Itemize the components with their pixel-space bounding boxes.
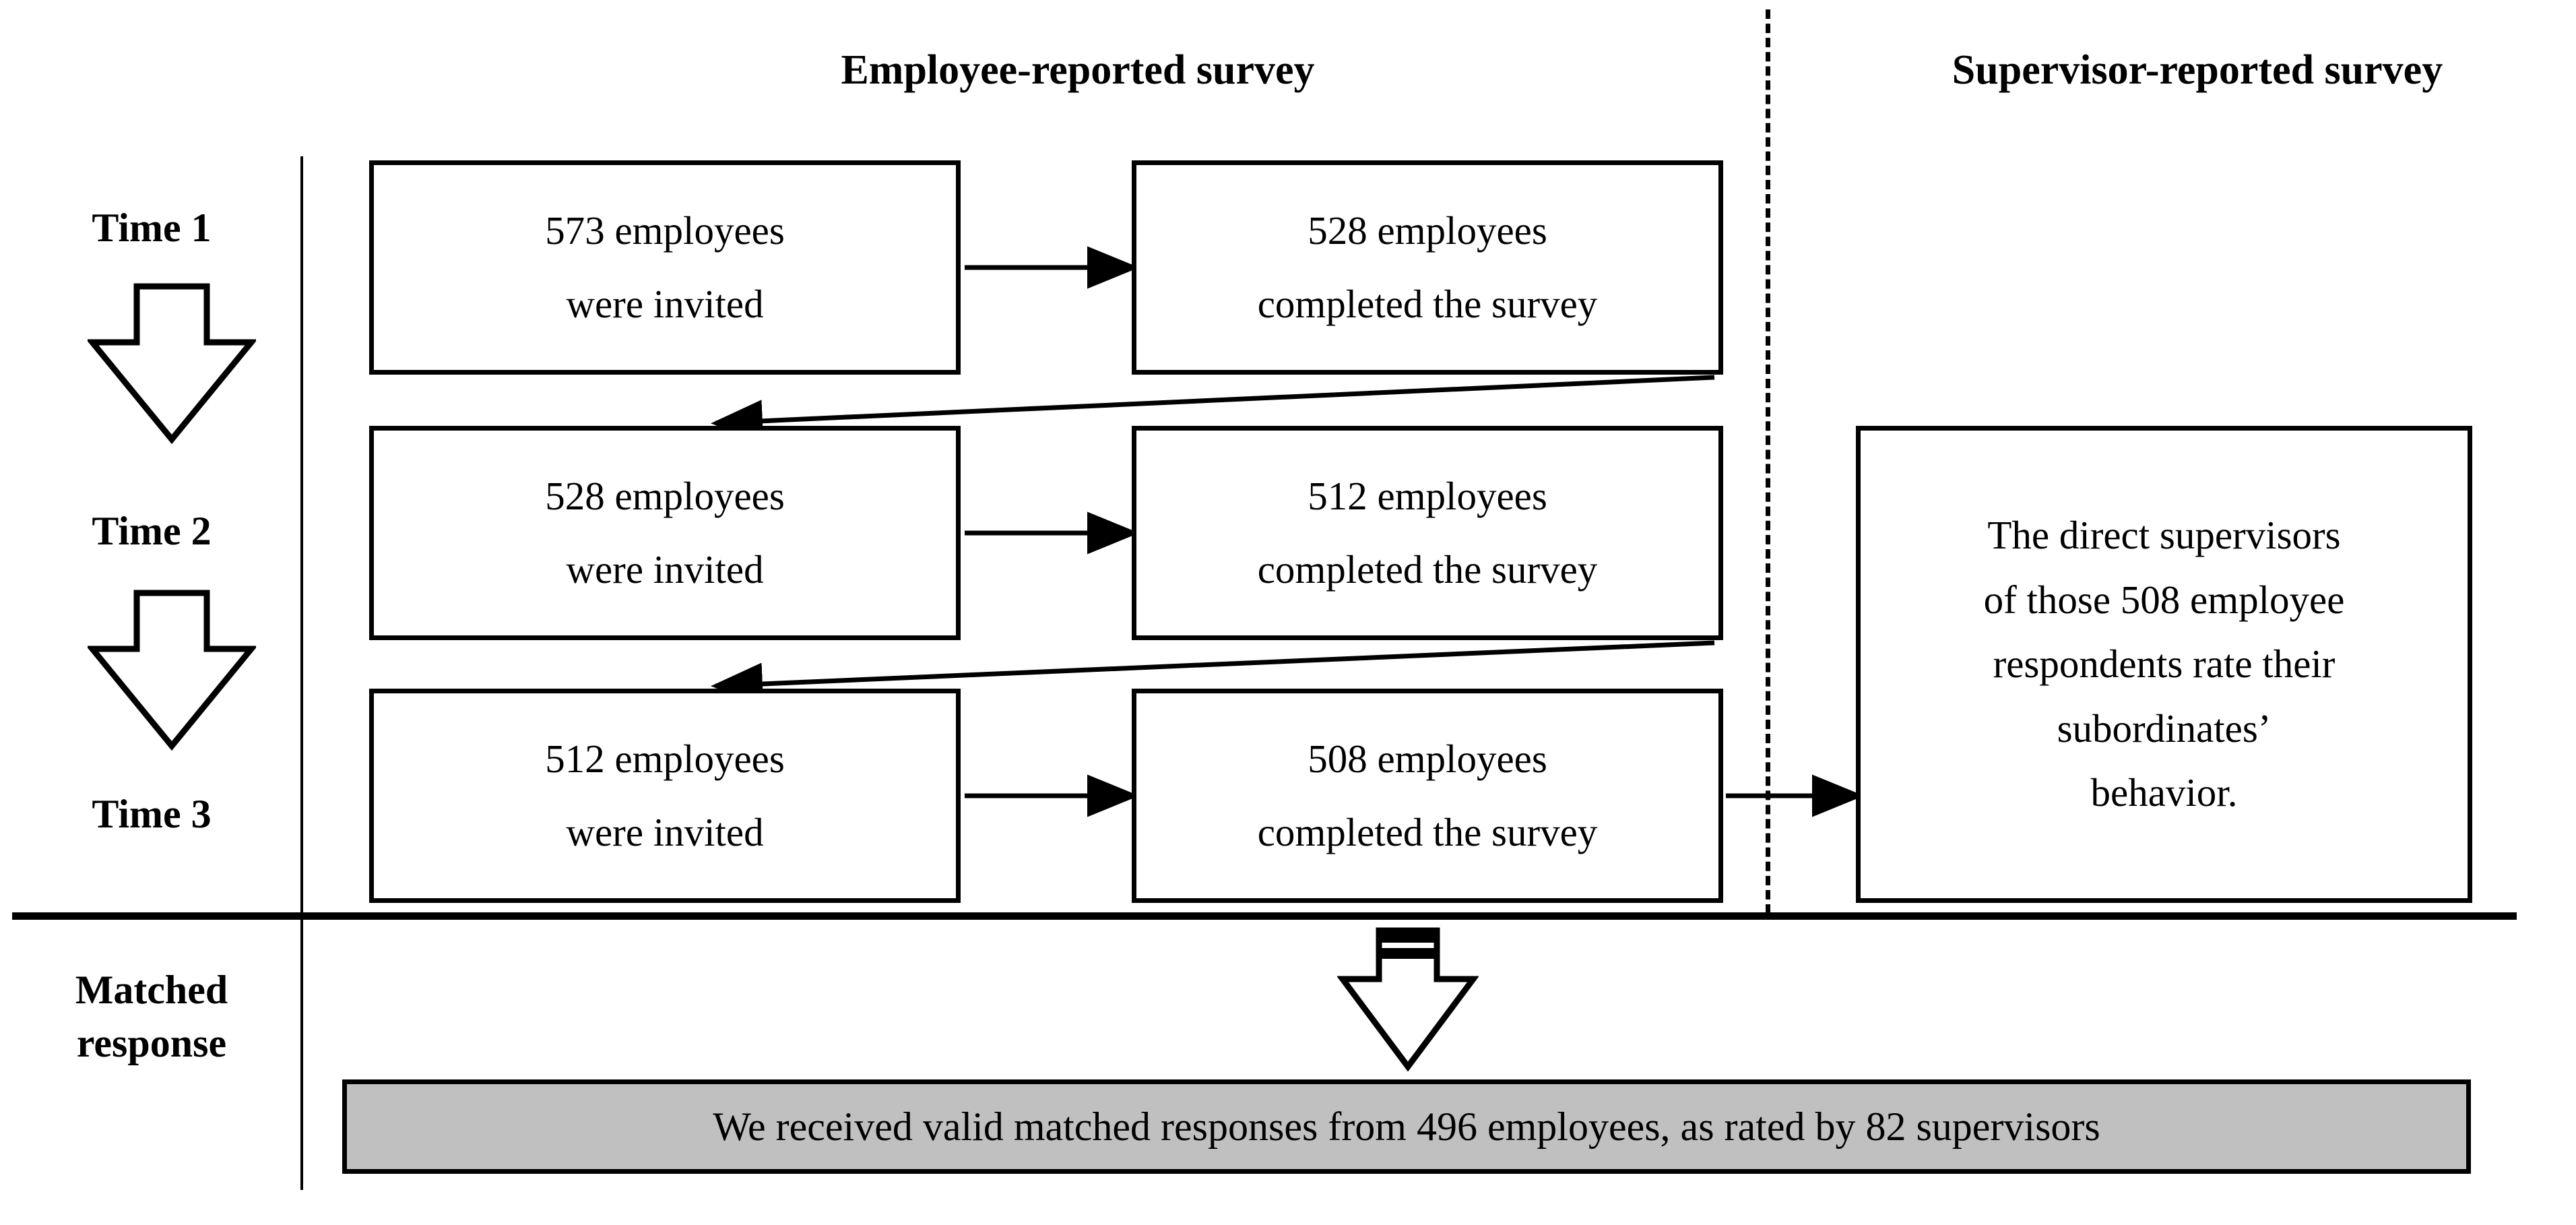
box-time3-invited-line1: 512 employees	[545, 736, 785, 781]
box-time1-invited: 573 employees were invited	[369, 160, 961, 375]
box-supervisor-line4: subordinates’	[2057, 705, 2272, 751]
box-time1-completed: 528 employees completed the survey	[1132, 160, 1723, 375]
time-label-2: Time 2	[92, 509, 212, 553]
arrow-row2-completed-to-row3-invited	[711, 640, 1715, 705]
box-supervisor-line1: The direct supervisors	[1987, 513, 2341, 558]
box-time3-invited-line2: were invited	[566, 810, 764, 854]
matched-response-block-arrow	[1337, 927, 1479, 1071]
box-time3-completed: 508 employees completed the survey	[1132, 689, 1723, 903]
box-time1-completed-line1: 528 employees	[1308, 208, 1547, 253]
time-label-3: Time 3	[92, 792, 212, 836]
box-supervisor-rating: The direct supervisors of those 508 empl…	[1856, 426, 2472, 903]
matched-response-label-line2: response	[76, 1021, 227, 1066]
box-time2-invited: 528 employees were invited	[369, 426, 961, 640]
column-divider-dashed	[1766, 9, 1770, 914]
matched-response-label-line1: Matched	[75, 968, 228, 1012]
matched-response-label: Matched response	[27, 964, 276, 1070]
box-time1-invited-line1: 573 employees	[545, 208, 785, 253]
timeline-block-arrow-2-to-3	[88, 590, 256, 751]
box-time2-invited-line2: were invited	[566, 547, 764, 592]
box-time3-completed-line2: completed the survey	[1257, 810, 1598, 854]
box-time2-completed: 512 employees completed the survey	[1132, 426, 1723, 640]
box-matched-response: We received valid matched responses from…	[342, 1079, 2471, 1174]
box-matched-response-text: We received valid matched responses from…	[713, 1104, 2100, 1149]
column-heading-employee: Employee-reported survey	[841, 47, 1315, 93]
box-supervisor-line2: of those 508 employee	[1983, 577, 2345, 622]
timeline-rail-rule-lower	[300, 918, 303, 1190]
box-supervisor-line3: respondents rate their	[1993, 641, 2336, 687]
box-time2-completed-line1: 512 employees	[1308, 473, 1547, 518]
arrow-row1-completed-to-row2-invited	[711, 375, 1715, 443]
box-time2-invited-line1: 528 employees	[545, 473, 785, 518]
matched-section-divider	[12, 912, 2517, 920]
box-time1-completed-line2: completed the survey	[1257, 282, 1598, 326]
time-label-1: Time 1	[92, 206, 212, 250]
column-heading-supervisor: Supervisor-reported survey	[1952, 47, 2443, 93]
box-time2-completed-line2: completed the survey	[1257, 547, 1598, 592]
timeline-block-arrow-1-to-2	[88, 283, 256, 445]
box-time3-completed-line1: 508 employees	[1308, 736, 1547, 781]
box-supervisor-line5: behavior.	[2090, 770, 2238, 815]
box-time1-invited-line2: were invited	[566, 282, 764, 326]
timeline-rail-rule-upper	[300, 156, 303, 916]
box-time3-invited: 512 employees were invited	[369, 689, 961, 903]
